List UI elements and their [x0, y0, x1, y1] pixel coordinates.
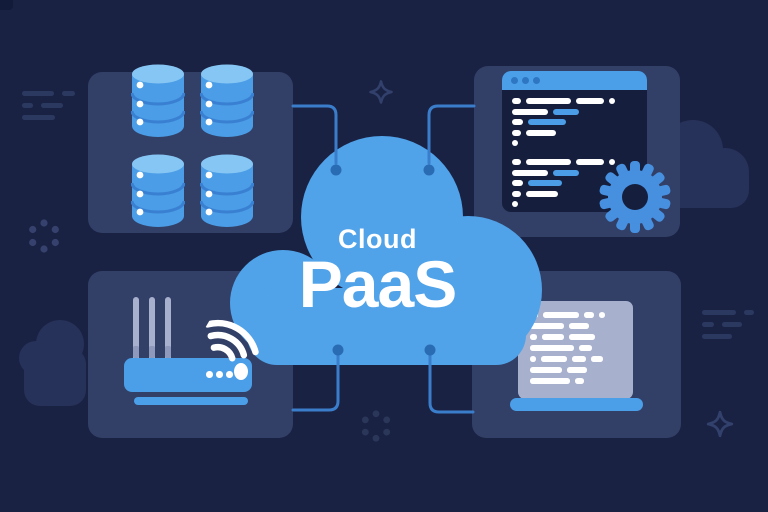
wifi-icon	[204, 319, 259, 362]
window-dot-icon	[511, 77, 518, 84]
antenna-icon	[149, 297, 155, 361]
database-icon	[200, 64, 254, 137]
antenna-icon	[133, 297, 139, 361]
paas-label: PaaS	[298, 247, 457, 321]
dotted-circle-icon	[361, 410, 391, 442]
database-icon	[131, 154, 185, 227]
window-titlebar	[502, 71, 647, 90]
router-icon	[124, 358, 252, 392]
speed-lines-icon	[702, 310, 754, 346]
router-led	[226, 371, 233, 378]
router-led	[206, 371, 213, 378]
antenna-icon	[165, 297, 171, 361]
gear-icon	[599, 161, 671, 233]
code-lines	[502, 90, 647, 212]
sparkle-icon	[369, 80, 393, 104]
router-base	[134, 397, 248, 405]
antenna-joint	[165, 346, 171, 358]
router-led	[216, 371, 223, 378]
antenna-joint	[133, 346, 139, 358]
speed-lines-icon	[22, 91, 75, 127]
database-panel	[88, 72, 293, 233]
laptop-code-lines	[518, 301, 633, 395]
corner-square-decoration	[0, 0, 13, 10]
antenna-joint	[149, 346, 155, 358]
router-button	[234, 362, 248, 380]
dotted-circle-icon	[29, 219, 59, 253]
database-icon	[200, 154, 254, 227]
cloud-label: Cloud	[338, 224, 417, 254]
laptop-base	[510, 398, 643, 411]
window-dot-icon	[522, 77, 529, 84]
sparkle-icon	[706, 410, 734, 438]
database-icon	[131, 64, 185, 137]
laptop-icon	[518, 301, 633, 399]
window-dot-icon	[533, 77, 540, 84]
cloud-shape	[230, 136, 542, 365]
background-cloud	[19, 320, 86, 406]
